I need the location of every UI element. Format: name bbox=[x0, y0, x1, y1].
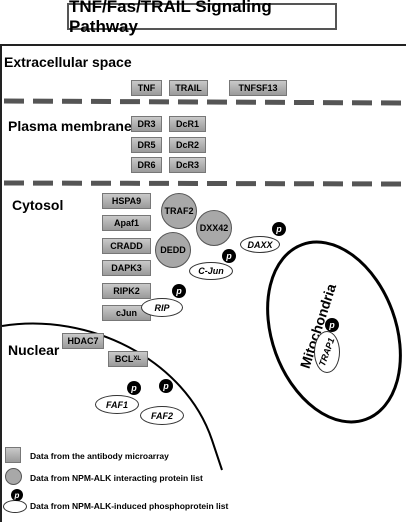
legend-oval-icon bbox=[3, 500, 27, 513]
label-cytosol: Cytosol bbox=[12, 197, 64, 213]
protein-daxx: DAXX bbox=[240, 236, 280, 253]
label-nuclear: Nuclear bbox=[8, 342, 60, 358]
legend-circle-icon bbox=[5, 468, 22, 485]
label-extracellular: Extracellular space bbox=[4, 54, 132, 70]
diagram-panel bbox=[0, 44, 406, 522]
membrane-dash-bottom bbox=[3, 180, 405, 187]
protein-trap1: TRAP1 bbox=[314, 331, 340, 373]
protein-dxx42: DXX42 bbox=[196, 210, 232, 246]
protein-dr6: DR6 bbox=[131, 157, 162, 173]
phospho-p-trap1: p bbox=[325, 318, 339, 332]
membrane-dash-top bbox=[3, 98, 405, 106]
protein-hdac7: HDAC7 bbox=[62, 333, 104, 349]
protein-dedd: DEDD bbox=[155, 232, 191, 268]
diagram-title: TNF/Fas/TRAIL Signaling Pathway bbox=[67, 0, 337, 36]
protein-dcr3: DcR3 bbox=[169, 157, 206, 173]
protein-dcr1: DcR1 bbox=[169, 116, 206, 132]
legend-microarray: Data from the antibody microarray bbox=[30, 451, 169, 461]
bcl-label: BCL bbox=[114, 354, 134, 364]
protein-dr5: DR5 bbox=[131, 137, 162, 153]
label-plasma-membrane: Plasma membrane bbox=[8, 118, 132, 134]
protein-dr3: DR3 bbox=[131, 116, 162, 132]
protein-faf1: FAF1 bbox=[95, 395, 139, 414]
protein-faf2: FAF2 bbox=[140, 406, 184, 425]
legend-interacting: Data from NPM-ALK interacting protein li… bbox=[30, 473, 203, 483]
trap1-label: TRAP1 bbox=[317, 336, 337, 368]
legend-box-icon bbox=[5, 447, 21, 463]
protein-apaf1: Apaf1 bbox=[102, 215, 151, 231]
protein-ripk2: RIPK2 bbox=[102, 283, 151, 299]
protein-tnf: TNF bbox=[131, 80, 162, 96]
legend-phospho: Data from NPM-ALK-induced phosphoprotein… bbox=[30, 501, 229, 511]
phospho-p-faf2: p bbox=[159, 379, 173, 393]
protein-traf2: TRAF2 bbox=[161, 193, 197, 229]
protein-c-jun: C-Jun bbox=[189, 262, 233, 280]
mitochondria-shape bbox=[266, 240, 402, 424]
phospho-p-cjun: p bbox=[222, 249, 236, 263]
phospho-p-rip: p bbox=[172, 284, 186, 298]
phospho-p-faf1: p bbox=[127, 381, 141, 395]
legend-p-icon: p bbox=[11, 489, 23, 501]
protein-tnfsf13: TNFSF13 bbox=[229, 80, 287, 96]
protein-dapk3: DAPK3 bbox=[102, 260, 151, 276]
protein-dcr2: DcR2 bbox=[169, 137, 206, 153]
protein-trail: TRAIL bbox=[169, 80, 208, 96]
protein-cradd: CRADD bbox=[102, 238, 151, 254]
protein-hspa9: HSPA9 bbox=[102, 193, 151, 209]
protein-rip: RIP bbox=[141, 298, 183, 317]
phospho-p-daxx: p bbox=[272, 222, 286, 236]
bcl-subscript: XL bbox=[133, 356, 142, 362]
